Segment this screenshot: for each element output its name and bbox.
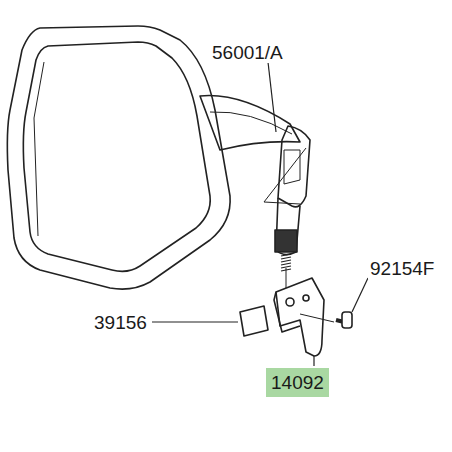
bracket <box>276 278 324 356</box>
pad <box>240 306 268 336</box>
thread-stroke <box>281 266 291 268</box>
pivot-head <box>278 126 310 207</box>
thread-stroke <box>281 263 291 265</box>
pivot-nut <box>275 230 297 252</box>
stem-line <box>210 112 292 134</box>
construction-line <box>300 314 334 322</box>
part-number: 14092 <box>271 372 324 393</box>
pivot-face <box>284 150 300 184</box>
mirror-glass <box>23 42 210 271</box>
leader-line <box>152 321 238 322</box>
leader-line <box>268 62 276 132</box>
leader-line <box>352 278 368 312</box>
bracket-hole <box>286 298 294 306</box>
bracket-edge <box>274 292 300 332</box>
thread-stroke <box>281 254 291 256</box>
glass-edge <box>34 62 44 236</box>
part-number: 56001/A <box>210 42 285 63</box>
bracket-hole <box>303 295 309 301</box>
pivot-body <box>276 198 300 255</box>
highlighted-part-number: 14092 <box>266 368 329 397</box>
thread-stroke <box>281 257 291 259</box>
mirror-housing <box>7 26 230 289</box>
bolt-head <box>342 312 352 328</box>
part-number: 92154F <box>368 258 436 279</box>
thread-stroke <box>281 260 291 262</box>
part-number: 39156 <box>92 312 149 333</box>
leader-line <box>313 356 314 366</box>
mirror-stem <box>200 96 300 150</box>
construction-line <box>264 148 306 204</box>
